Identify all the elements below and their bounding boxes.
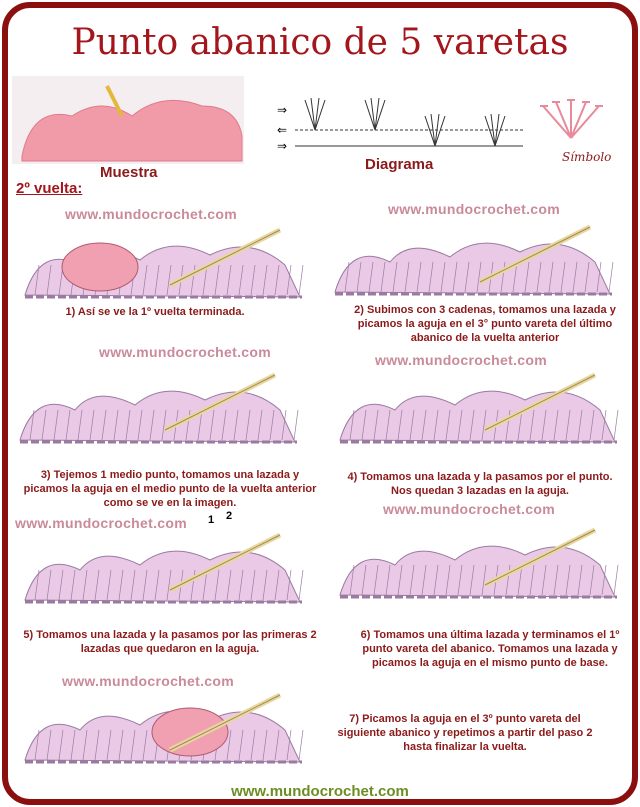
page-title: Punto abanico de 5 varetas	[71, 22, 569, 63]
stitch-diagram: ⇒ ⇐ ⇒	[277, 97, 523, 153]
step-1-caption: 1) Así se ve la 1º vuelta terminada.	[65, 306, 245, 318]
svg-text:⇐: ⇐	[277, 123, 287, 137]
step-3-caption: 3) Tejemos 1 medio punto, tomamos una la…	[23, 469, 317, 509]
step-1-illustration	[24, 227, 304, 299]
watermark: www.mundocrochet.com	[65, 206, 237, 222]
watermark: www.mundocrochet.com	[99, 344, 271, 360]
step-6-illustration	[339, 527, 619, 599]
arrow-label-2: 2	[226, 510, 233, 522]
watermark: www.mundocrochet.com	[375, 352, 547, 368]
step-7-illustration	[24, 692, 304, 764]
watermark: www.mundocrochet.com	[62, 673, 234, 689]
arrow-label-1: 1	[208, 514, 215, 526]
sample-photo	[12, 76, 244, 164]
footer-link[interactable]: www.mundocrochet.com	[231, 783, 409, 800]
svg-text:⇒: ⇒	[277, 139, 287, 153]
step-4-caption: 4) Tomamos una lazada y la pasamos por e…	[347, 471, 613, 497]
watermark: www.mundocrochet.com	[383, 501, 555, 517]
svg-text:⇒: ⇒	[277, 103, 287, 117]
step-2-illustration	[334, 224, 614, 296]
step-2-caption: 2) Subimos con 3 cadenas, tomamos una la…	[354, 304, 616, 344]
step-4-illustration	[339, 372, 619, 444]
watermark: www.mundocrochet.com	[15, 515, 187, 531]
step-5-caption: 5) Tomamos una lazada y la pasamos por l…	[23, 629, 317, 655]
step-5-illustration	[24, 532, 304, 604]
symbol-label: Símbolo	[562, 150, 612, 164]
round-heading: 2º vuelta:	[16, 180, 83, 197]
watermark: www.mundocrochet.com	[388, 201, 560, 217]
step-6-caption: 6) Tomamos una última lazada y terminamo…	[360, 629, 620, 669]
fan-symbol	[540, 99, 603, 139]
diagram-label: Diagrama	[365, 156, 434, 173]
step-3-illustration	[19, 372, 299, 444]
step-7-caption: 7) Picamos la aguja en el 3º punto varet…	[337, 713, 593, 753]
sample-label: Muestra	[100, 164, 158, 181]
